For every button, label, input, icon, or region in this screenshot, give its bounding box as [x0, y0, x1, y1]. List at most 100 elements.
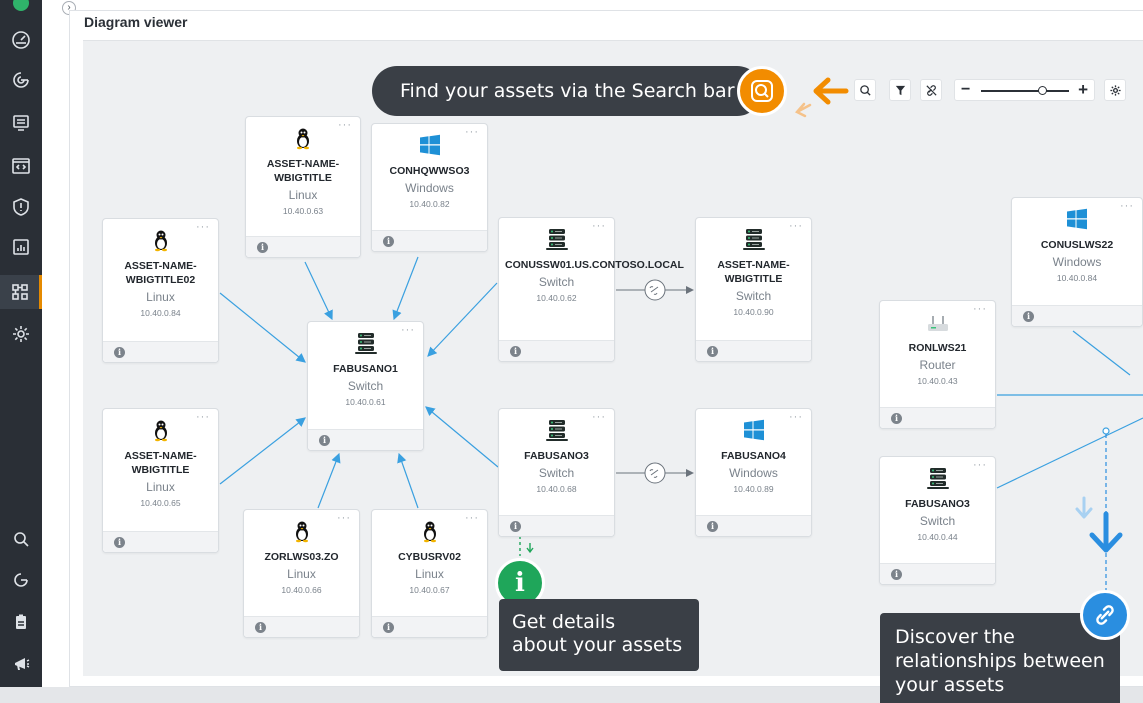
info-icon[interactable]: i [255, 622, 266, 633]
asset-type: Switch [538, 466, 575, 480]
info-icon[interactable]: i [383, 236, 394, 247]
sidebar-item-search[interactable] [0, 522, 42, 556]
info-icon[interactable]: i [319, 435, 330, 446]
sidebar-item-code[interactable] [0, 149, 42, 183]
sidebar-item-devices[interactable] [0, 106, 42, 140]
details-hint-line: Get details [512, 611, 616, 633]
asset-ip: 10.40.0.65 [140, 498, 181, 508]
info-icon[interactable]: i [510, 346, 521, 357]
zoom-out-button[interactable]: − [961, 81, 971, 98]
zoom-in-button[interactable]: + [1078, 80, 1088, 99]
filter-button[interactable] [889, 79, 911, 101]
search-icon [14, 532, 29, 547]
info-icon[interactable]: i [1023, 311, 1034, 322]
filter-icon [895, 85, 905, 95]
info-icon[interactable]: i [891, 413, 902, 424]
linux-icon [103, 228, 218, 254]
linux-icon [103, 418, 218, 444]
info-icon[interactable]: i [707, 346, 718, 357]
more-options-button[interactable]: ··· [465, 512, 479, 524]
switch-icon [696, 227, 811, 253]
sidebar-item-clipboard[interactable] [0, 605, 42, 639]
asset-name: ASSET-NAME-WBIGTITLE [717, 259, 790, 285]
asset-type: Linux [415, 567, 444, 581]
more-options-button[interactable]: ··· [973, 459, 987, 471]
asset-name: CYBUSRV02 [398, 551, 461, 563]
page-title: Diagram viewer [84, 14, 188, 30]
asset-ip: 10.40.0.62 [536, 293, 577, 303]
asset-name: FABUSANO1 [333, 363, 398, 375]
asset-ip: 10.40.0.82 [409, 199, 450, 209]
sidebar-item-history[interactable] [0, 563, 42, 597]
logo-icon[interactable] [0, 0, 42, 20]
more-options-button[interactable]: ··· [196, 221, 210, 233]
sidebar-item-settings[interactable] [0, 317, 42, 351]
sidebar-item-reports[interactable] [0, 230, 42, 264]
info-icon[interactable]: i [891, 569, 902, 580]
sidebar-item-diagram[interactable] [0, 275, 42, 309]
gear-icon [1109, 84, 1121, 96]
megaphone-icon [15, 658, 30, 670]
router-icon [880, 310, 995, 336]
asset-ip: 10.40.0.84 [140, 308, 181, 318]
windows-icon [696, 418, 811, 444]
asset-name: ASSET-NAME-WBIGTITLE [124, 450, 197, 476]
zoom-slider-track[interactable] [981, 90, 1069, 92]
info-icon[interactable]: i [114, 347, 125, 358]
more-options-button[interactable]: ··· [592, 411, 606, 423]
relationships-hint-callout: Discover the relationships between your … [880, 613, 1120, 703]
relationships-hint-badge [1080, 590, 1130, 640]
reports-icon [13, 239, 29, 255]
settings-button[interactable] [1104, 79, 1126, 101]
asset-node-footer: i [499, 515, 614, 536]
info-icon[interactable]: i [383, 622, 394, 633]
search-button[interactable] [854, 79, 876, 101]
info-icon[interactable]: i [114, 537, 125, 548]
asset-name: RONLWS21 [908, 342, 967, 354]
alert-icon [13, 198, 29, 216]
hide-links-button[interactable] [920, 79, 942, 101]
search-icon [751, 80, 773, 102]
asset-ip: 10.40.0.68 [536, 484, 577, 494]
sidebar-item-announcements[interactable] [0, 647, 42, 681]
more-options-button[interactable]: ··· [592, 220, 606, 232]
more-options-button[interactable]: ··· [465, 126, 479, 138]
more-options-button[interactable]: ··· [789, 220, 803, 232]
asset-ip: 10.40.0.84 [1056, 273, 1098, 283]
more-options-button[interactable]: ··· [338, 119, 352, 131]
info-icon[interactable]: i [510, 521, 521, 532]
info-icon[interactable]: i [707, 521, 718, 532]
asset-type: Linux [146, 290, 175, 304]
more-options-button[interactable]: ··· [401, 324, 415, 336]
search-hint-callout: Find your assets via the Search bar [372, 66, 762, 116]
diagram-icon [11, 284, 28, 300]
dashboard-icon [12, 31, 30, 49]
more-options-button[interactable]: ··· [1120, 200, 1134, 212]
sidebar-item-alerts[interactable] [0, 190, 42, 224]
info-icon[interactable]: i [257, 242, 268, 253]
more-options-button[interactable]: ··· [973, 303, 987, 315]
sidebar-item-activity[interactable] [0, 63, 42, 97]
windows-icon [1012, 207, 1142, 233]
zoom-slider-thumb[interactable] [1037, 86, 1047, 95]
asset-ip: 10.40.0.67 [409, 585, 450, 595]
more-options-button[interactable]: ··· [789, 411, 803, 423]
asset-name: ASSET-NAME-WBIGTITLE [266, 158, 340, 184]
more-options-button[interactable]: ··· [196, 411, 210, 423]
sidebar-item-dashboard[interactable] [0, 23, 42, 57]
more-options-button[interactable]: ··· [337, 512, 351, 524]
